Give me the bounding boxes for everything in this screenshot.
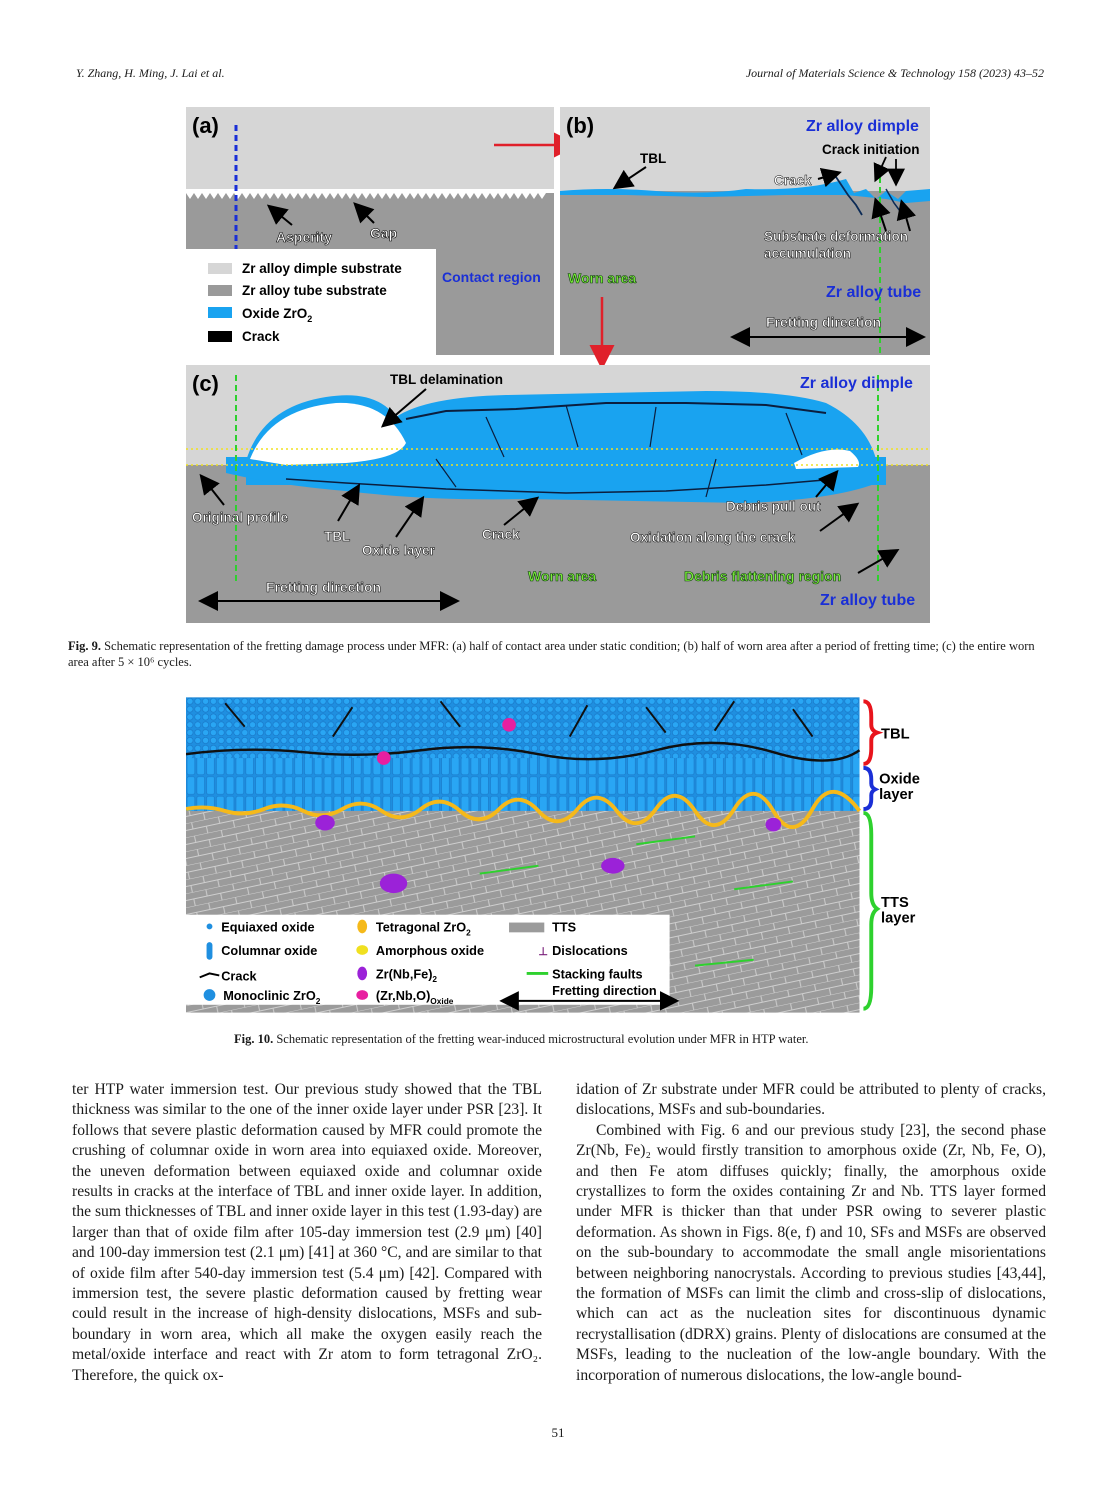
zrnbo-particle (502, 717, 516, 732)
panel-a-label: (a) (192, 113, 219, 138)
legend-tetragonal: Tetragonal ZrO2 (376, 919, 471, 937)
running-header-journal: Journal of Materials Science & Technolog… (745, 66, 1044, 80)
legend-crack: Crack (221, 968, 257, 983)
page-number: 51 (551, 1425, 565, 1440)
zr-dimple-c: Zr alloy dimple (800, 375, 913, 392)
legend-swatch-dimple (208, 263, 232, 274)
zrnbfe-particle (315, 814, 335, 831)
substrate-def-1: Substrate deformation (764, 229, 908, 244)
legend-columnar: Columnar oxide (221, 943, 317, 958)
tbl-bracket (863, 699, 884, 766)
zr-tube-b: Zr alloy tube (826, 284, 921, 301)
oxide-region (186, 758, 860, 811)
bracket-tts-2: layer (881, 911, 916, 927)
oxide-layer-label: Oxide layer (362, 543, 436, 558)
legend-stacking-faults: Stacking faults (552, 966, 642, 981)
legend-amorphous: Amorphous oxide (376, 943, 484, 958)
debris-flattening-label: Debris flattening region (684, 568, 841, 584)
left-paragraph: ter HTP water immersion test. Our previo… (72, 1081, 542, 1384)
gap-label: Gap (370, 225, 397, 241)
legend-zrnbo: (Zr,Nb,O)Oxide (376, 988, 454, 1006)
legend-tube-label: Zr alloy tube substrate (242, 283, 387, 298)
fig10-legend: Equiaxed oxide Columnar oxide Crack Mono… (186, 914, 680, 1011)
contact-region-label: Contact region (442, 269, 541, 285)
bracket-tts-1: TTS (881, 895, 909, 911)
right-paragraph-2: Combined with Fig. 6 and our previous st… (576, 1121, 1046, 1384)
panel-c-label: (c) (192, 371, 219, 396)
bracket-tbl-label: TBL (881, 727, 910, 743)
legend-swatch-oxide (208, 307, 232, 318)
crack-label-c: Crack (482, 527, 520, 542)
worn-area-b: Worn area (568, 270, 636, 286)
legend-fretting-direction: Fretting direction (552, 983, 657, 998)
body-right-column: idation of Zr substrate under MFR could … (576, 1080, 1046, 1386)
right-paragraph-1: idation of Zr substrate under MFR could … (576, 1081, 1046, 1119)
bracket-oxide-2: layer (879, 787, 914, 803)
legend-swatch-tube (208, 285, 232, 296)
crack-initiation-label: Crack initiation (822, 142, 920, 157)
zr-dimple-b: Zr alloy dimple (806, 118, 919, 135)
legend-swatch-crack (208, 331, 232, 342)
tbl-label-b: TBL (640, 151, 666, 166)
crack-label-b: Crack (774, 173, 812, 188)
fretting-direction-b: Fretting direction (766, 314, 881, 330)
dislocation-icon: ⊥ (538, 946, 547, 958)
fretting-direction-c: Fretting direction (266, 579, 381, 595)
tts-bracket (863, 810, 881, 1011)
fig9-panel-b: (b) Zr alloy dimple Crack initiation TBL… (560, 107, 930, 355)
legend-dislocations: Dislocations (552, 943, 628, 958)
fig9-caption: Fig. 9. Schematic representation of the … (68, 638, 1048, 670)
substrate-def-2: accumulation (764, 246, 851, 261)
fig9-panel-a: (a) Asperity Gap Contact region Zr alloy… (186, 107, 554, 355)
fig10-caption-text: Schematic representation of the fretting… (276, 1032, 809, 1046)
tbl-region (186, 697, 860, 764)
bracket-oxide-1: Oxide (879, 772, 920, 788)
fig9-caption-label: Fig. 9. (68, 639, 101, 653)
running-header-authors: Y. Zhang, H. Ming, J. Lai et al. (76, 66, 225, 80)
asperity-label: Asperity (276, 229, 332, 245)
zrnbfe-particle-2 (765, 817, 782, 832)
original-profile-label: Original profile (192, 510, 289, 525)
debris-pull-out-label: Debris pull out (726, 499, 821, 514)
figure-9: (a) Asperity Gap Contact region Zr alloy… (186, 107, 930, 623)
legend-monoclinic: Monoclinic ZrO2 (223, 988, 321, 1006)
figure-10: Equiaxed oxide Columnar oxide Crack Mono… (186, 697, 920, 1013)
panel-b-label: (b) (566, 113, 594, 138)
legend-oxide-label: Oxide ZrO2 (242, 306, 312, 324)
fig10-caption: Fig. 10. Schematic representation of the… (234, 1031, 934, 1047)
legend-equiaxed: Equiaxed oxide (221, 919, 314, 934)
worn-area-c: Worn area (528, 568, 596, 584)
zr-tube-c: Zr alloy tube (820, 592, 915, 609)
fig9-legend: Zr alloy dimple substrate Zr alloy tube … (186, 249, 436, 355)
fig10-caption-label: Fig. 10. (234, 1032, 274, 1046)
oxidation-along-crack-label: Oxidation along the crack (630, 530, 796, 545)
tbl-delamination-label: TBL delamination (390, 372, 503, 387)
zrnbfe-particle-3 (601, 857, 625, 874)
legend-tts: TTS (552, 919, 576, 934)
fig9-caption-text: Schematic representation of the fretting… (68, 639, 1035, 669)
zrnbfe-particle-4 (379, 873, 408, 894)
zrnbo-particle-2 (376, 751, 391, 765)
oxide-bracket (863, 765, 880, 811)
fig9-panel-c: (c) TBL delamination Zr alloy dimple Ori… (186, 365, 930, 623)
legend-dimple-label: Zr alloy dimple substrate (242, 261, 402, 276)
legend-crack-label: Crack (242, 329, 280, 344)
body-left-column: ter HTP water immersion test. Our previo… (72, 1080, 542, 1386)
tbl-label-c: TBL (324, 529, 350, 544)
legend-zrnbfe: Zr(Nb,Fe)2 (376, 966, 438, 984)
